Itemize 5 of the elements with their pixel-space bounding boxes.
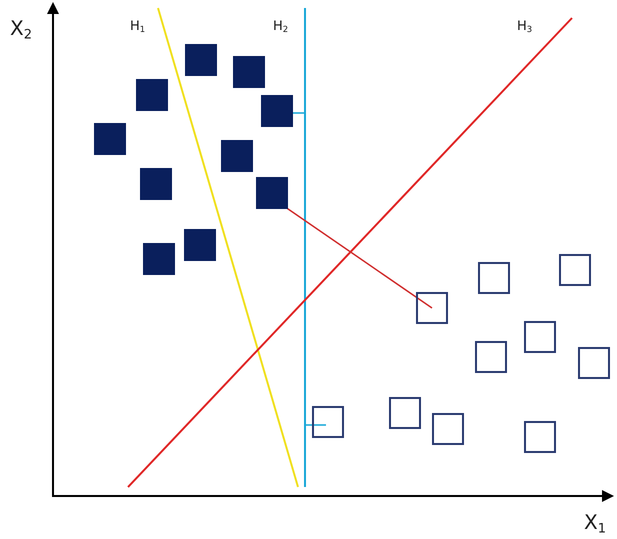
axis-label: X$_{1}$	[584, 512, 606, 536]
axis-label: X$_{2}$	[10, 18, 32, 42]
hyperplane-label: H$_{3}$	[517, 20, 532, 34]
hyperplane-label: H$_{2}$	[273, 20, 288, 34]
hyperplane-label: H$_{1}$	[130, 20, 146, 34]
